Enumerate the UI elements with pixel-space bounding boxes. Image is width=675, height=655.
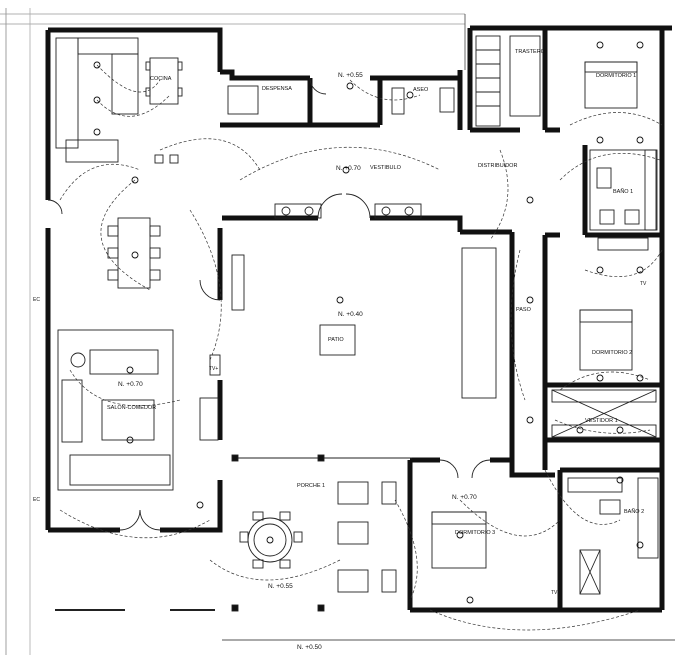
tag-ec-upper: EC — [33, 297, 40, 303]
room-label-vestidor-1: VESTIDOR 1 — [585, 418, 618, 424]
level-label-exterior: N. +0.50 — [297, 644, 322, 651]
level-label-despensa: N. +0.55 — [338, 72, 363, 79]
room-label-dormitorio-2: DORMITORIO 2 — [592, 350, 633, 356]
tag-tv-dormitorio-2: TV — [640, 281, 647, 287]
level-label-patio: N. +0.40 — [338, 311, 363, 318]
room-label-porche-1: PORCHE 1 — [297, 483, 326, 489]
tag-tv-dormitorio-3: TV — [551, 590, 558, 596]
tag-ec-lower: EC — [33, 497, 40, 503]
room-label-bano-2: BAÑO 2 — [624, 509, 645, 515]
level-label-dormitorio-3: N. +0.70 — [452, 494, 477, 501]
room-label-paso: PASO — [516, 307, 531, 313]
room-label-despensa: DESPENSA — [262, 86, 292, 92]
room-label-vestibulo: VESTIBULO — [370, 165, 401, 171]
room-label-patio: PATIO — [328, 337, 344, 343]
level-label-vestibulo: N. +0.70 — [336, 165, 361, 172]
room-label-salon-comedor: SALON-COMEDOR — [107, 405, 157, 411]
room-label-bano-1: BAÑO 1 — [613, 189, 634, 195]
level-label-salon: N. +0.70 — [118, 381, 143, 388]
room-label-dormitorio-3: DORMITORIO 3 — [455, 530, 496, 536]
level-label-porche: N. +0.55 — [268, 583, 293, 590]
room-label-dormitorio-1: DORMITORIO 1 — [596, 73, 637, 79]
room-label-cocina: COCINA — [150, 76, 172, 82]
room-label-trastero: TRASTERO — [515, 49, 545, 55]
room-label-distribuidor: DISTRIBUIDOR — [478, 163, 518, 169]
room-label-aseo: ASEO — [413, 87, 429, 93]
tag-tv-salon: TV+ — [209, 366, 219, 372]
